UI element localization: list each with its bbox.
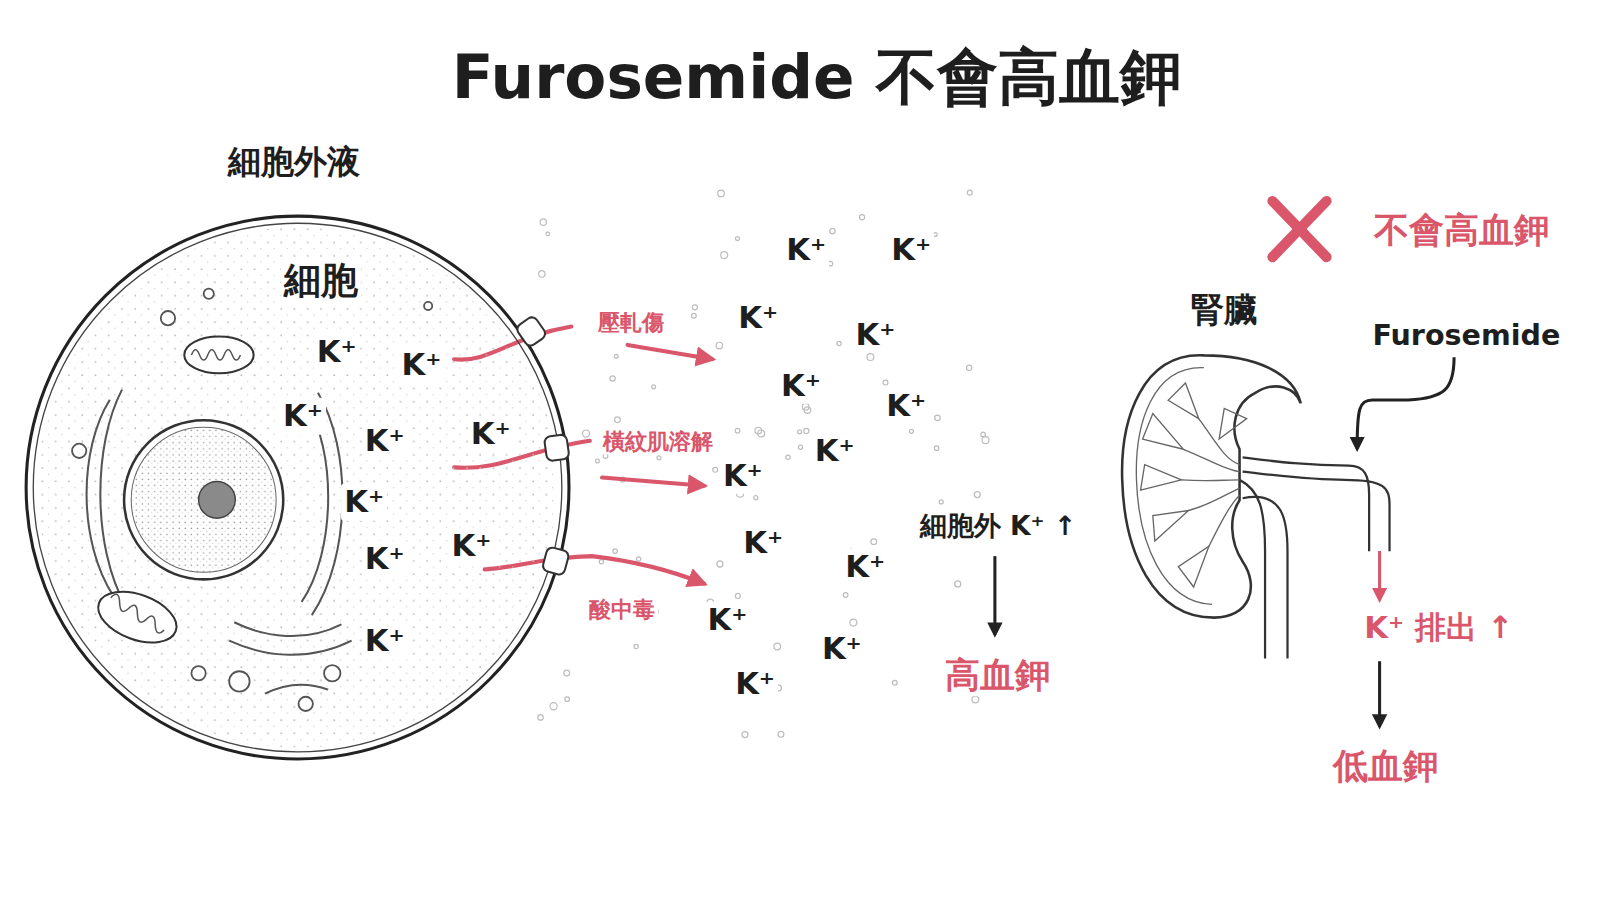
cause-label: 壓軋傷 — [595, 309, 667, 336]
ion-label: K⁺ — [888, 232, 934, 269]
kidney-shape: 腎臟 — [1112, 286, 1398, 674]
outcome-label: 高血鉀 — [942, 655, 1053, 697]
ion-label: K⁺ — [280, 398, 326, 435]
ion-label: K⁺ — [883, 388, 929, 425]
ion-label: K⁺ — [740, 524, 786, 561]
ion-label: K⁺ — [362, 541, 408, 578]
ion-label: K⁺ — [314, 334, 360, 371]
ion-label: K⁺ — [468, 415, 514, 452]
cross-mark — [1272, 201, 1326, 257]
ion-label: K⁺ — [720, 457, 766, 494]
ion-label: K⁺ — [853, 316, 899, 353]
ion-label: K⁺ — [842, 549, 888, 586]
excretion-arrow — [1378, 551, 1381, 600]
excretion-label: K⁺ 排出 ↑ — [1361, 609, 1516, 646]
region-label: 細胞外液 — [225, 144, 363, 183]
cause-label: 酸中毒 — [586, 596, 658, 623]
kidney-illustration — [1112, 286, 1398, 674]
title: Furosemide 不會高血鉀 — [449, 40, 1184, 113]
down-arrow — [1378, 661, 1381, 726]
drug-label: Furosemide — [1369, 318, 1563, 352]
ion-label: K⁺ — [362, 622, 408, 659]
down-arrow — [993, 556, 996, 635]
ion-label: K⁺ — [705, 602, 751, 639]
ion-label: K⁺ — [398, 347, 444, 384]
leader-arrow — [1357, 357, 1454, 449]
ion-label: K⁺ — [778, 367, 824, 404]
ion-label: K⁺ — [341, 484, 387, 521]
result-label: 細胞外 K⁺ ↑ — [917, 510, 1079, 542]
ion-label: K⁺ — [732, 665, 778, 702]
cell-shape: 細胞 — [20, 209, 576, 765]
ion-label: K⁺ — [819, 631, 865, 668]
ion-label: K⁺ — [362, 422, 408, 459]
ion-label: K⁺ — [448, 528, 494, 565]
outcome-label: 低血鉀 — [1330, 747, 1441, 789]
negation-label: 不會高血鉀 — [1371, 210, 1552, 252]
ion-label: K⁺ — [783, 232, 829, 269]
ion-label: K⁺ — [812, 433, 858, 470]
cause-label: 橫紋肌溶解 — [600, 427, 716, 454]
cell-label: 細胞 — [281, 259, 361, 303]
kidney-label: 腎臟 — [1188, 292, 1260, 331]
fluid-dots — [538, 190, 989, 737]
ion-label: K⁺ — [735, 300, 781, 337]
